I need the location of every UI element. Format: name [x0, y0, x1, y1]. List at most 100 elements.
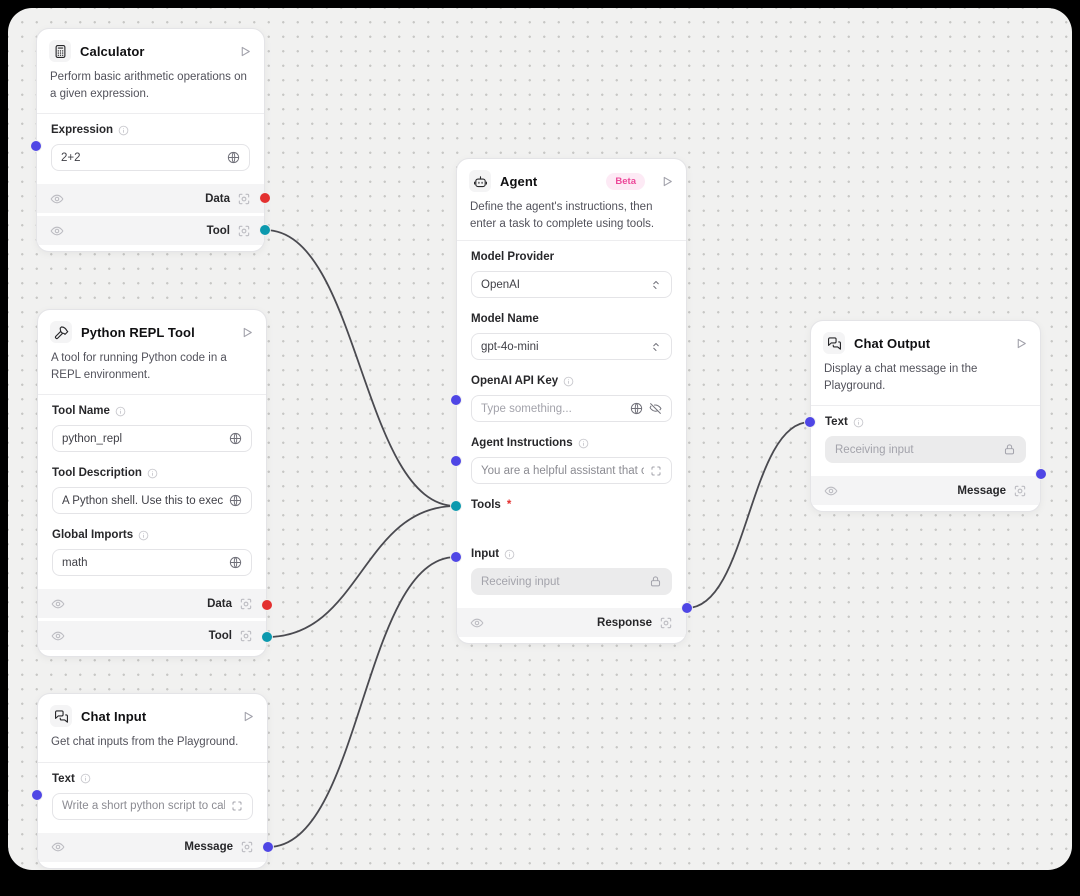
lock-icon — [1003, 443, 1016, 456]
scan-dot-icon[interactable] — [237, 192, 251, 206]
globe-icon[interactable] — [630, 402, 643, 415]
chevrons-up-down-icon — [650, 279, 662, 291]
handle-agent-instructions-input[interactable] — [451, 456, 461, 466]
handle-calculator-data-output[interactable] — [260, 193, 270, 203]
output-row-message[interactable]: Message — [811, 476, 1040, 506]
output-label-message: Message — [184, 841, 233, 854]
node-chat-output[interactable]: Chat Output Display a chat message in th… — [810, 320, 1041, 513]
handle-chat-output-message-output[interactable] — [1036, 469, 1046, 479]
scan-dot-icon[interactable] — [1013, 484, 1027, 498]
output-row-tool[interactable]: Tool — [37, 216, 264, 246]
calculator-icon — [49, 40, 71, 62]
handle-agent-response-output[interactable] — [682, 603, 692, 613]
eye-icon[interactable] — [50, 224, 64, 238]
handle-agent-tools-input[interactable] — [451, 501, 461, 511]
tool-description-input[interactable]: A Python shell. Use this to execut... — [52, 487, 252, 515]
global-imports-input[interactable]: math — [52, 549, 252, 577]
eye-icon[interactable] — [50, 192, 64, 206]
text-input[interactable]: Write a short python script to calcu — [52, 792, 253, 820]
output-row-message[interactable]: Message — [38, 832, 267, 862]
bot-icon — [469, 170, 491, 192]
handle-calculator-tool-output[interactable] — [260, 225, 270, 235]
chevrons-up-down-icon — [650, 341, 662, 353]
play-icon[interactable] — [661, 175, 674, 188]
scan-dot-icon[interactable] — [659, 616, 673, 630]
scan-dot-icon[interactable] — [239, 597, 253, 611]
eye-icon[interactable] — [51, 840, 65, 854]
required-asterisk: * — [506, 499, 512, 512]
output-row-tool[interactable]: Tool — [38, 621, 266, 651]
field-label-text: Text — [52, 772, 75, 785]
node-description: Perform basic arithmetic operations on a… — [37, 69, 264, 115]
edge-chat-input-message-to-agent-input[interactable] — [267, 556, 457, 848]
globe-icon[interactable] — [229, 556, 242, 569]
output-label-data: Data — [205, 192, 230, 205]
handle-agent-api-key-input[interactable] — [451, 395, 461, 405]
agent-instructions-input[interactable]: You are a helpful assistant that can — [471, 457, 672, 485]
handle-chat-input-text-input[interactable] — [32, 790, 42, 800]
model-provider-select[interactable]: OpenAI — [471, 271, 672, 299]
globe-icon[interactable] — [229, 432, 242, 445]
node-agent[interactable]: Agent Beta Define the agent's instructio… — [456, 158, 687, 645]
edge-calculator-tool-to-agent-tools[interactable] — [264, 229, 457, 507]
play-icon[interactable] — [241, 326, 254, 339]
handle-agent-input-input[interactable] — [451, 552, 461, 562]
output-row-response[interactable]: Response — [457, 608, 686, 638]
play-icon[interactable] — [1015, 337, 1028, 350]
eye-icon[interactable] — [824, 484, 838, 498]
output-row-data[interactable]: Data — [38, 589, 266, 619]
model-provider-value: OpenAI — [481, 278, 520, 291]
globe-icon[interactable] — [229, 494, 242, 507]
output-label-tool: Tool — [206, 224, 230, 237]
field-label-tools: Tools — [471, 499, 501, 512]
scan-dot-icon[interactable] — [239, 629, 253, 643]
expand-icon[interactable] — [650, 465, 662, 477]
text-value: Write a short python script to calcu — [62, 800, 225, 813]
handle-calculator-expression-input[interactable] — [31, 141, 41, 151]
handle-chat-output-text-input[interactable] — [805, 417, 815, 427]
node-chat-input[interactable]: Chat Input Get chat inputs from the Play… — [37, 693, 268, 869]
chat-output-text-placeholder: Receiving input — [835, 443, 914, 456]
play-icon[interactable] — [239, 45, 252, 58]
agent-instructions-value: You are a helpful assistant that can — [481, 464, 644, 477]
node-title: Agent — [500, 173, 538, 189]
handle-python-repl-tool-output[interactable] — [262, 632, 272, 642]
eye-icon[interactable] — [51, 597, 65, 611]
node-description: Define the agent's instructions, then en… — [457, 199, 686, 242]
handle-chat-input-message-output[interactable] — [263, 842, 273, 852]
node-calculator[interactable]: Calculator Perform basic arithmetic oper… — [36, 28, 265, 253]
model-name-select[interactable]: gpt-4o-mini — [471, 333, 672, 361]
scan-dot-icon[interactable] — [237, 224, 251, 238]
edge-agent-response-to-chat-output-text[interactable] — [686, 421, 811, 609]
scan-dot-icon[interactable] — [240, 840, 254, 854]
hammer-icon — [50, 321, 72, 343]
field-label-tool-description: Tool Description — [52, 467, 142, 480]
tool-description-value: A Python shell. Use this to execut... — [62, 494, 223, 507]
eye-off-icon[interactable] — [649, 402, 662, 415]
openai-api-key-input[interactable]: Type something... — [471, 395, 672, 423]
openai-api-key-placeholder: Type something... — [481, 402, 572, 415]
output-label-message: Message — [957, 484, 1006, 497]
expand-icon[interactable] — [231, 800, 243, 812]
field-label-expression: Expression — [51, 124, 113, 137]
output-row-data[interactable]: Data — [37, 184, 264, 214]
eye-icon[interactable] — [470, 616, 484, 630]
field-label-agent-instructions: Agent Instructions — [471, 437, 573, 450]
eye-icon[interactable] — [51, 629, 65, 643]
agent-input-placeholder: Receiving input — [481, 575, 560, 588]
field-label-input: Input — [471, 548, 500, 561]
node-description: Get chat inputs from the Playground. — [38, 734, 267, 763]
field-label-text: Text — [825, 416, 848, 429]
play-icon[interactable] — [242, 710, 255, 723]
tool-name-input[interactable]: python_repl — [52, 425, 252, 453]
info-icon — [578, 438, 589, 449]
globe-icon[interactable] — [227, 151, 240, 164]
node-python-repl-tool[interactable]: Python REPL Tool A tool for running Pyth… — [37, 309, 267, 658]
model-name-value: gpt-4o-mini — [481, 340, 539, 353]
edge-python-repl-tool-to-agent-tools[interactable] — [266, 505, 457, 638]
field-label-model-provider: Model Provider — [471, 251, 555, 264]
expression-input[interactable]: 2+2 — [51, 144, 250, 172]
field-label-openai-api-key: OpenAI API Key — [471, 375, 559, 388]
handle-python-repl-data-output[interactable] — [262, 600, 272, 610]
field-label-model-name: Model Name — [471, 313, 539, 326]
